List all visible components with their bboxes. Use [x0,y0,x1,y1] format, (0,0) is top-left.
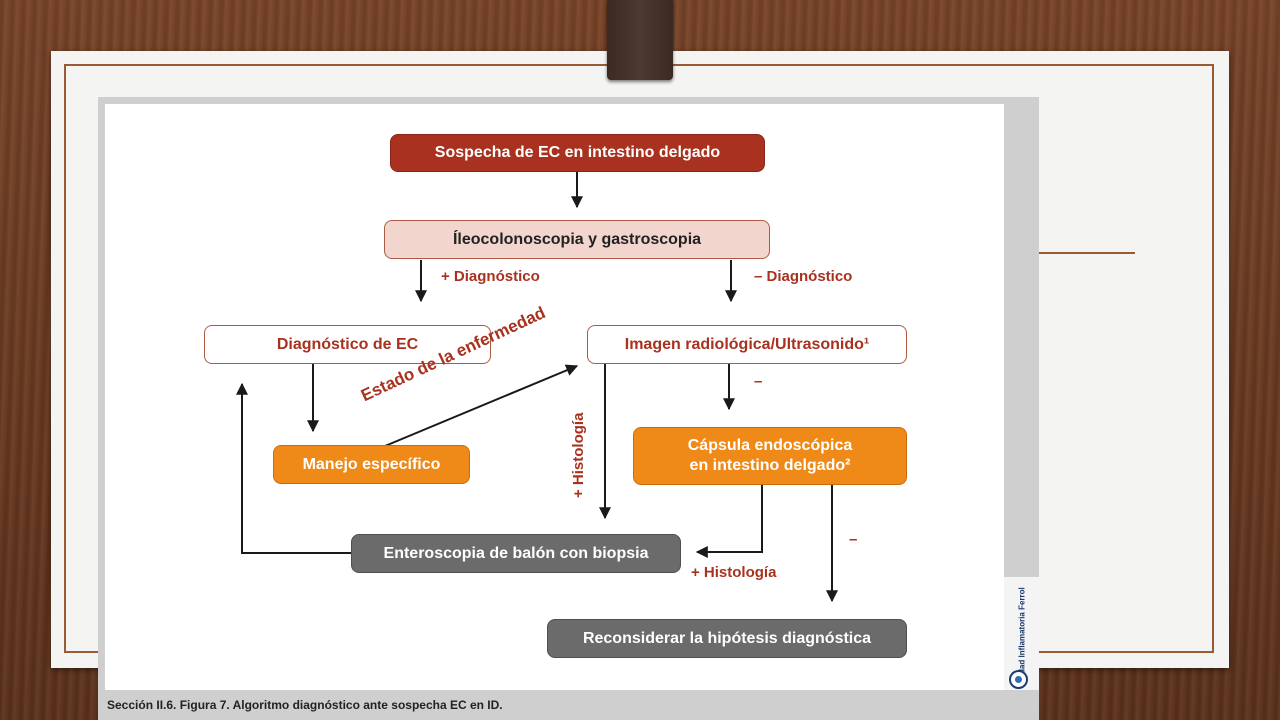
label-positive-diagnostico: + Diagnóstico [441,268,540,285]
label-negative-diagnostico: – Diagnóstico [754,268,853,285]
arrow-capsula-to-enteroscopia [695,485,763,558]
node-diagnostico-ec: Diagnóstico de EC [204,325,491,364]
label-minus-capsula: – [849,531,858,548]
label-histologia-vertical: + Histología [570,412,587,498]
arrow-estado-to-imagen [384,364,579,447]
label-minus-imagen: – [754,373,763,390]
node-ileocolonoscopia: Íleocolonoscopia y gastroscopia [384,220,770,259]
figure-caption: Sección II.6. Figura 7. Algoritmo diagnó… [107,698,503,712]
unit-logo-icon [1009,670,1028,689]
capsula-line-1: Cápsula endoscópica [687,437,853,454]
node-capsula-endoscopica: Cápsula endoscópica en intestino delgado… [633,427,907,485]
label-histologia-horizontal: + Histología [691,564,777,581]
figure-canvas [105,104,1004,690]
figure-panel: Unidad Inflamatoria Ferrol Sección II.6.… [98,97,1039,720]
node-reconsiderar: Reconsiderar la hipótesis diagnóstica [547,619,907,658]
node-manejo-especifico: Manejo específico [273,445,470,484]
node-sospecha: Sospecha de EC en intestino delgado [390,134,765,172]
arrow-enteroscopia-to-diag [236,382,352,554]
node-enteroscopia: Enteroscopia de balón con biopsia [351,534,681,573]
slide-divider [1039,252,1135,254]
capsula-line-2: en intestino delgado² [689,457,851,474]
node-imagen-radiologica: Imagen radiológica/Ultrasonido¹ [587,325,907,364]
binder-clip [607,0,673,80]
